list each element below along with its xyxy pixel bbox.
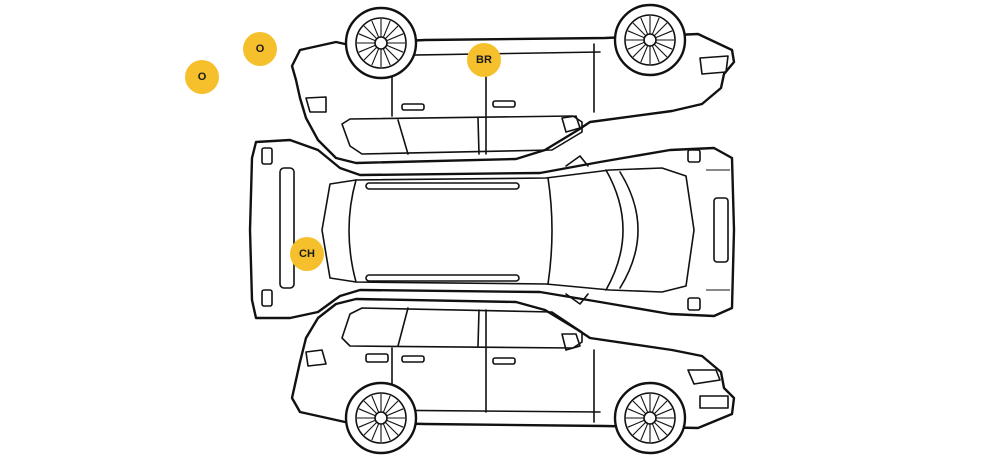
upper-door-handle-1 xyxy=(401,103,425,111)
upper-taillight xyxy=(305,96,327,113)
car-top-view xyxy=(248,138,736,320)
wheel-spoke xyxy=(651,423,660,441)
wheel-spoke xyxy=(382,395,391,413)
front-light-left xyxy=(687,149,701,163)
wheel-spoke xyxy=(363,46,378,61)
lower-taillight xyxy=(305,349,327,367)
wheel-spoke xyxy=(651,45,660,63)
wheel-spoke xyxy=(627,41,645,50)
lower-door-handle-2 xyxy=(492,357,516,365)
wheel-spoke xyxy=(384,400,399,415)
rear-lamp-right xyxy=(261,289,273,307)
roof-rail-left xyxy=(365,182,520,190)
wheel-spoke xyxy=(627,30,645,39)
damage-marker-br[interactable]: BR xyxy=(467,43,501,77)
wheel-spoke xyxy=(640,395,649,413)
lower-wheel-front-rim xyxy=(624,392,676,444)
wheel-spoke xyxy=(358,44,376,53)
windshield-inner xyxy=(619,171,639,289)
upper-side-windows xyxy=(341,115,583,155)
wheel-spoke xyxy=(371,20,380,38)
wheel-spoke xyxy=(382,48,391,66)
lower-headlight xyxy=(687,369,721,385)
lower-side-windows xyxy=(341,307,583,349)
car-side-view-lower xyxy=(290,297,736,455)
wheel-spoke xyxy=(655,419,673,428)
mirror-right xyxy=(565,293,589,305)
upper-door-handle-2 xyxy=(492,100,516,108)
wheel-spoke xyxy=(358,419,376,428)
wheel-spoke xyxy=(386,419,404,428)
wheel-spoke xyxy=(371,423,380,441)
wheel-spoke xyxy=(384,46,399,61)
wheel-spoke xyxy=(653,400,668,415)
wheel-spoke xyxy=(384,25,399,40)
wheel-spoke xyxy=(632,421,647,436)
lower-pillar-b xyxy=(397,307,409,347)
wheel-spoke xyxy=(632,400,647,415)
wheel-spoke xyxy=(384,421,399,436)
wheel-spoke xyxy=(358,33,376,42)
wheel-spoke xyxy=(651,17,660,35)
wheel-spoke xyxy=(632,43,647,58)
wheel-spoke xyxy=(653,421,668,436)
wheel-spokes xyxy=(357,16,674,442)
mirror-left xyxy=(565,155,589,167)
upper-pillar-b xyxy=(397,119,409,155)
front-light-right xyxy=(687,297,701,311)
lower-mirror xyxy=(561,333,581,351)
wheel-spoke xyxy=(386,408,404,417)
wheel-spoke xyxy=(655,41,673,50)
roof-rail-right xyxy=(365,274,520,282)
wheel-spoke xyxy=(363,400,378,415)
wheel-spoke xyxy=(382,20,391,38)
rear-hatch xyxy=(279,167,295,289)
wheel-spoke xyxy=(627,408,645,417)
wheel-spoke xyxy=(651,395,660,413)
lower-wheel-rear-rim xyxy=(355,392,407,444)
wheel-spoke xyxy=(632,22,647,37)
lower-front-bumper xyxy=(699,395,729,409)
windshield xyxy=(605,169,624,291)
wheel-spoke xyxy=(653,22,668,37)
wheel-spoke xyxy=(640,45,649,63)
roof-seam xyxy=(547,177,553,285)
upper-wheel-rear-rim xyxy=(355,17,407,69)
wheel-spoke xyxy=(371,48,380,66)
lower-door-handle-1 xyxy=(401,355,425,363)
damage-marker-o-2[interactable]: O xyxy=(243,32,277,66)
wheel-spoke xyxy=(386,44,404,53)
wheel-spoke xyxy=(627,419,645,428)
hood-grille xyxy=(713,197,729,263)
lower-pillar-c xyxy=(477,309,480,347)
wheel-spoke xyxy=(640,423,649,441)
damage-marker-o-1[interactable]: O xyxy=(185,60,219,94)
wheel-spoke xyxy=(382,423,391,441)
upper-headlight xyxy=(699,55,729,75)
upper-mirror xyxy=(561,115,581,133)
upper-pillar-c xyxy=(477,117,480,155)
top-view-cabin xyxy=(321,167,695,293)
rear-lamp-left xyxy=(261,147,273,165)
wheel-spoke xyxy=(640,17,649,35)
wheel-spoke xyxy=(358,408,376,417)
wheel-spoke xyxy=(386,33,404,42)
wheel-spoke xyxy=(363,421,378,436)
wheel-spoke xyxy=(655,408,673,417)
car-side-view-upper xyxy=(290,3,736,165)
upper-wheel-front-rim xyxy=(624,14,676,66)
wheel-spoke xyxy=(363,25,378,40)
lower-fuel-cap xyxy=(365,353,389,363)
wheel-spoke xyxy=(653,43,668,58)
wheel-spoke xyxy=(371,395,380,413)
wheel-spoke xyxy=(655,30,673,39)
damage-marker-ch[interactable]: CH xyxy=(290,237,324,271)
rear-window xyxy=(348,179,357,283)
